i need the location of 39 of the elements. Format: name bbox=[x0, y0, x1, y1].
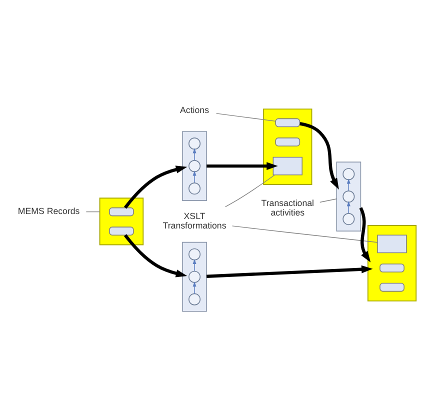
connector bbox=[320, 198, 337, 203]
arrow bbox=[192, 282, 196, 294]
node-pill bbox=[275, 118, 300, 128]
arrow bbox=[359, 207, 371, 262]
node-circle bbox=[188, 182, 201, 195]
node-pill bbox=[275, 138, 300, 146]
connector bbox=[86, 211, 100, 212]
node-text: MEMS Records bbox=[18, 206, 80, 216]
cluster bbox=[182, 242, 207, 312]
arrow bbox=[192, 258, 196, 272]
connector bbox=[232, 226, 378, 243]
node-circle bbox=[188, 248, 201, 260]
connector bbox=[224, 174, 276, 208]
node-text: Actions bbox=[180, 104, 209, 115]
node-pill bbox=[109, 207, 134, 216]
arrow bbox=[206, 265, 373, 278]
node-circle bbox=[188, 160, 201, 172]
connector bbox=[216, 113, 276, 122]
node-pill bbox=[380, 282, 404, 292]
node-circle bbox=[342, 213, 355, 226]
cluster bbox=[182, 131, 207, 201]
node-pill bbox=[109, 226, 134, 236]
node-circle bbox=[342, 168, 355, 180]
cluster bbox=[336, 162, 362, 232]
node-text: XSLT Transformations bbox=[162, 210, 226, 231]
node-circle bbox=[188, 138, 201, 150]
node-box bbox=[377, 234, 407, 254]
node-text: Transactional activities bbox=[261, 198, 314, 218]
cluster bbox=[99, 198, 144, 246]
arrow bbox=[206, 162, 278, 170]
cluster bbox=[367, 224, 417, 302]
cluster bbox=[263, 108, 312, 185]
node-circle bbox=[342, 190, 355, 203]
node-circle bbox=[188, 293, 201, 306]
arrow bbox=[192, 170, 196, 183]
node-box bbox=[272, 156, 302, 176]
node-circle bbox=[188, 270, 201, 283]
arrow bbox=[192, 148, 196, 160]
node-pill bbox=[380, 264, 404, 272]
